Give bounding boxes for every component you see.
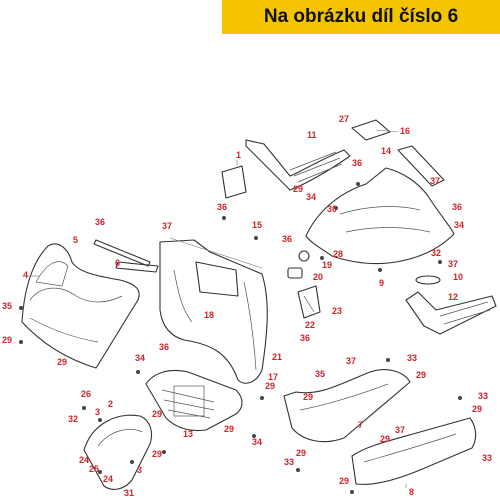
callout-number: 37	[395, 425, 405, 435]
belly-pan-13-drawing	[145, 369, 243, 432]
callout-number: 33	[478, 391, 488, 401]
side-panel-7-drawing	[283, 369, 411, 443]
floor-plate-11-drawing	[245, 139, 351, 191]
callout-number: 36	[352, 158, 362, 168]
callout-number: 25	[89, 464, 99, 474]
hardware-drawing	[19, 182, 462, 494]
callout-number: 3	[137, 465, 142, 475]
callout-number: 37	[430, 176, 440, 186]
callout-number: 32	[431, 248, 441, 258]
callout-number: 36	[95, 217, 105, 227]
front-mudguard-drawing	[83, 414, 153, 492]
callout-number: 16	[400, 126, 410, 136]
callout-number: 12	[448, 292, 458, 302]
callout-number: 35	[315, 369, 325, 379]
callout-number: 19	[322, 260, 332, 270]
callout-number: 11	[307, 130, 317, 140]
part-number-banner: Na obrázku díl číslo 6	[222, 0, 500, 34]
clip-set-drawing	[287, 250, 324, 279]
callout-number: 36	[300, 333, 310, 343]
callout-number: 24	[103, 474, 113, 484]
callout-number: 32	[68, 414, 78, 424]
callout-number: 33	[482, 453, 492, 463]
callout-number: 29	[152, 449, 162, 459]
callout-number: 3	[95, 407, 100, 417]
callout-number: 5	[73, 235, 78, 245]
callout-number: 36	[159, 342, 169, 352]
grommet-10-drawing	[415, 275, 441, 285]
callout-number: 37	[162, 221, 172, 231]
callout-number: 2	[108, 399, 113, 409]
callout-number: 29	[296, 448, 306, 458]
callout-number: 7	[358, 420, 363, 430]
callout-number: 30	[327, 204, 337, 214]
inner-shield-drawing	[159, 237, 268, 384]
callout-number: 22	[305, 320, 315, 330]
rear-frame-cover-drawing	[305, 145, 455, 265]
callout-number: 29	[416, 370, 426, 380]
callout-number: 29	[303, 392, 313, 402]
callout-number: 34	[135, 353, 145, 363]
callout-number: 8	[409, 487, 414, 497]
callout-number: 26	[81, 389, 91, 399]
callout-number: 17	[268, 372, 278, 382]
callout-number: 29	[224, 424, 234, 434]
footrest-12-drawing	[405, 291, 497, 335]
callout-number: 6	[115, 258, 120, 268]
bracket-23-drawing	[297, 285, 321, 319]
callout-number: 29	[265, 381, 275, 391]
plate-16-drawing	[351, 119, 399, 141]
callout-number: 27	[339, 114, 349, 124]
callout-number: 28	[333, 249, 343, 259]
callout-number: 36	[282, 234, 292, 244]
callout-number: 29	[339, 476, 349, 486]
callout-number: 31	[124, 488, 134, 498]
callout-number: 33	[284, 457, 294, 467]
callout-number: 23	[332, 306, 342, 316]
callout-number: 14	[381, 146, 391, 156]
callout-number: 15	[252, 220, 262, 230]
callout-number: 4	[23, 270, 28, 280]
callout-number: 9	[379, 278, 384, 288]
callout-number: 36	[217, 202, 227, 212]
callout-number: 34	[454, 220, 464, 230]
callout-number: 35	[2, 301, 12, 311]
callout-number: 33	[407, 353, 417, 363]
callout-number: 37	[448, 259, 458, 269]
callout-number: 29	[472, 404, 482, 414]
callout-number: 10	[453, 272, 463, 282]
side-panel-8-drawing	[351, 417, 477, 488]
callout-number: 13	[183, 429, 193, 439]
callout-number: 36	[452, 202, 462, 212]
banner-text: Na obrázku díl číslo 6	[263, 6, 459, 27]
callout-number: 29	[380, 434, 390, 444]
callout-number: 37	[346, 356, 356, 366]
callout-number: 29	[2, 335, 12, 345]
callout-number: 34	[252, 437, 262, 447]
front-fairing-drawing	[21, 239, 159, 369]
callout-number: 24	[79, 455, 89, 465]
callout-number: 29	[152, 409, 162, 419]
callout-number: 34	[306, 192, 316, 202]
callout-number: 29	[293, 184, 303, 194]
callout-number: 21	[272, 352, 282, 362]
panel-part-1-drawing	[221, 160, 247, 199]
callout-number: 29	[57, 357, 67, 367]
callout-number: 20	[313, 272, 323, 282]
callout-number: 18	[204, 310, 214, 320]
callout-number: 1	[236, 150, 241, 160]
